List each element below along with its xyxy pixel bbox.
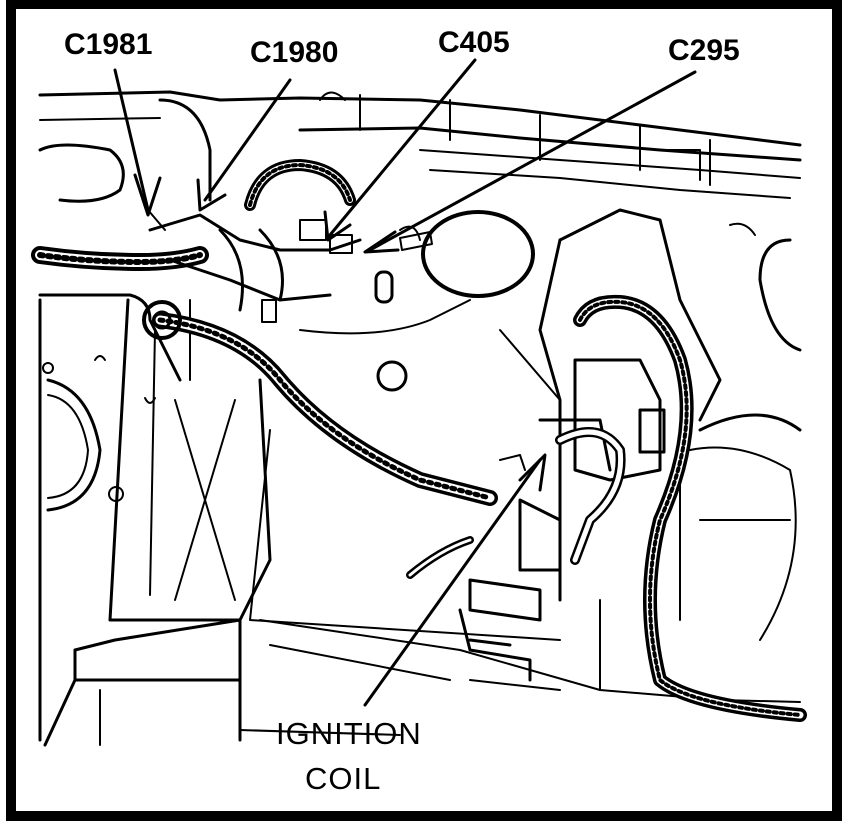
linework — [31, 58, 807, 747]
connector-label-c405: C405 — [438, 26, 510, 59]
connector-label-c1980: C1980 — [250, 36, 339, 69]
ignition-coil-label-line-1: IGNITION — [276, 716, 422, 751]
diagram-border — [6, 0, 842, 821]
connector-label-c1981: C1981 — [64, 28, 153, 61]
connector-label-c295: C295 — [668, 34, 740, 67]
ignition-coil-label-line-2: COIL — [305, 761, 382, 796]
